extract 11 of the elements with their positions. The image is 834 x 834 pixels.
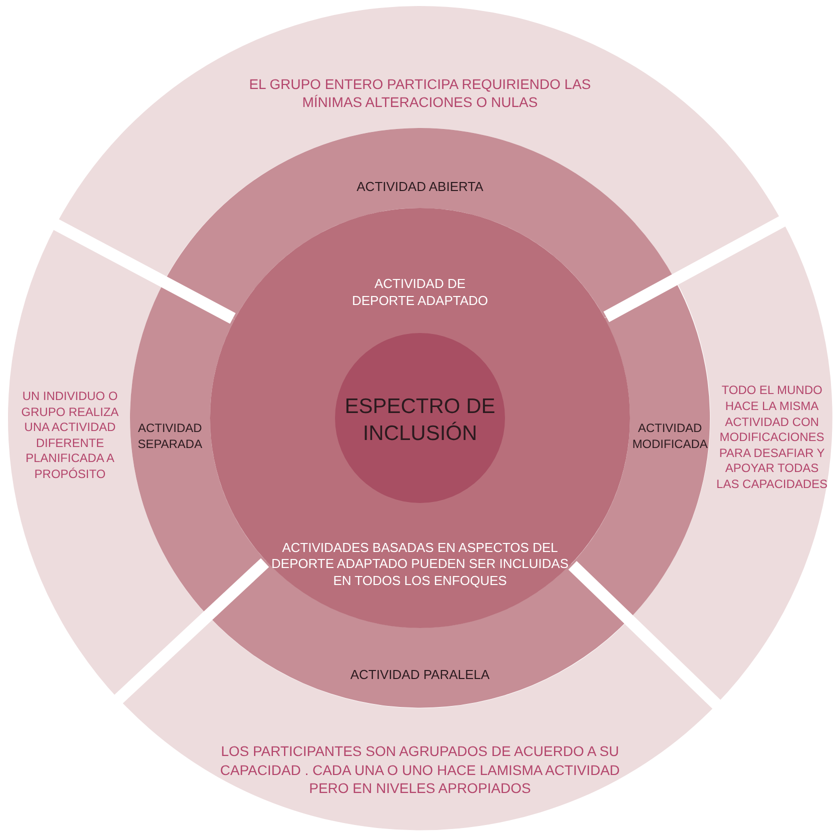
segment-label: ACTIVIDAD MODIFICADA bbox=[632, 421, 708, 453]
segment-label: ACTIVIDAD SEPARADA bbox=[136, 421, 204, 453]
circle-heading: ACTIVIDAD DE DEPORTE ADAPTADO bbox=[350, 276, 490, 310]
segment-label: ACTIVIDAD PARALELA bbox=[349, 667, 491, 684]
segment-text: TODO EL MUNDO HACE LA MISMA ACTIVIDAD CON MODIFICACIONES PARA DESAFIAR Y APOYAR TODAS LAS CAPACIDADES bbox=[716, 383, 828, 493]
center-title: ESPECTRO DE INCLUSIÓN bbox=[344, 394, 496, 447]
segment-text: LOS PARTICIPANTES SON AGRUPADOS DE ACUERDO A SU CAPACIDAD . CADA UNA O UNO HACE LAMISMA ACTIVIDAD PERO EN NIVELES APROPIADOS bbox=[219, 742, 621, 798]
segment-text: EL GRUPO ENTERO PARTICIPA REQUIRIENDO LAS MÍNIMAS ALTERACIONES O NULAS bbox=[248, 74, 592, 112]
segment-label: ACTIVIDAD ABIERTA bbox=[356, 179, 484, 196]
circle-text: ACTIVIDADES BASADAS EN ASPECTOS DEL DEPORTE ADAPTADO PUEDEN SER INCLUIDAS EN TODOS LOS ENFOQUES bbox=[270, 540, 570, 590]
segment-text: UN INDIVIDUO O GRUPO REALIZA UNA ACTIVIDAD DIFERENTE PLANIFICADA A PROPÓSITO bbox=[20, 388, 120, 483]
